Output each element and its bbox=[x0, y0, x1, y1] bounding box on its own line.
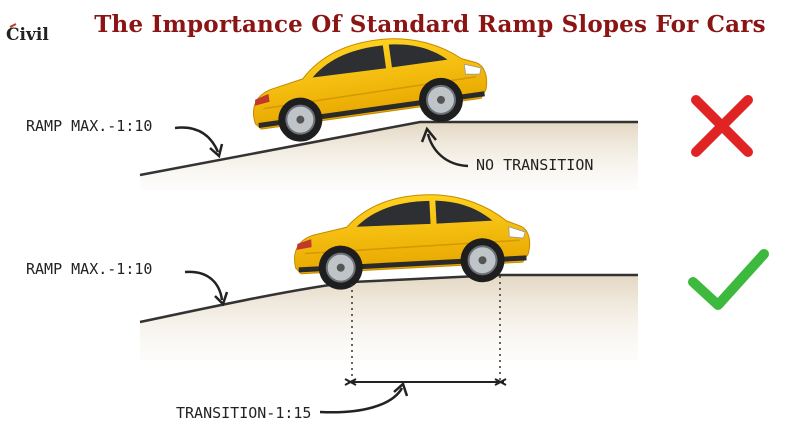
cross-icon bbox=[691, 95, 753, 157]
bottom-callout-arrowhead-icon bbox=[393, 381, 409, 397]
top-ground bbox=[140, 122, 638, 190]
top-ramp-arrow bbox=[174, 126, 220, 153]
bottom-panel: RAMP MAX.-1:10 TRANSITION-1:15 bbox=[26, 190, 769, 422]
top-ramp-arrowhead-icon bbox=[209, 143, 224, 159]
top-callout-arrowhead-icon bbox=[420, 126, 437, 143]
bottom-car bbox=[291, 190, 531, 293]
top-ramp-line bbox=[139, 120, 638, 177]
logo: Civil bbox=[6, 23, 49, 45]
top-callout-arrow bbox=[426, 133, 469, 168]
top-callout-label: NO TRANSITION bbox=[476, 156, 593, 174]
bottom-ground bbox=[140, 275, 638, 360]
top-panel: RAMP MAX.-1:10 NO TRANSITION bbox=[26, 26, 753, 190]
bottom-ramp-arrow bbox=[184, 270, 224, 301]
bottom-ramp-label: RAMP MAX.-1:10 bbox=[26, 260, 152, 278]
logo-text: Civil bbox=[6, 25, 49, 45]
bottom-callout-label: TRANSITION-1:15 bbox=[176, 404, 311, 422]
check-icon bbox=[688, 249, 769, 310]
bottom-ramp-arrowhead-icon bbox=[214, 291, 229, 307]
page-title: The Importance Of Standard Ramp Slopes F… bbox=[94, 11, 766, 38]
top-ramp-label: RAMP MAX.-1:10 bbox=[26, 117, 152, 135]
transition-tick-right-icon bbox=[494, 378, 507, 386]
bottom-callout-arrow bbox=[319, 387, 404, 414]
transition-tick-left-icon bbox=[344, 378, 357, 386]
logo-mark-icon bbox=[9, 23, 17, 28]
